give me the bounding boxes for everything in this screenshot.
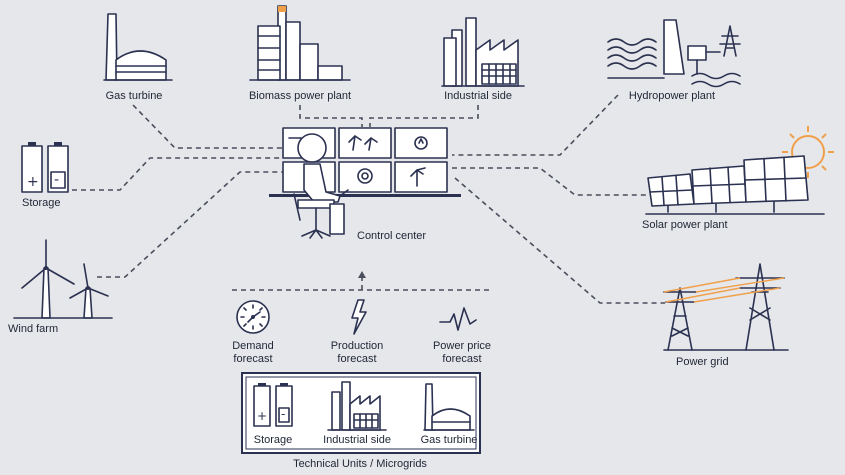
industrial-site-icon [441, 17, 525, 87]
connector-gas-turbine [132, 104, 283, 149]
svg-text:-: - [281, 407, 285, 421]
microgrid-gas-turbine-icon [423, 383, 475, 431]
label-wind-farm: Wind farm [8, 323, 59, 335]
connector-wind [97, 171, 283, 278]
label-gas-turbine: Gas turbine [105, 90, 163, 102]
label-power-grid: Power grid [676, 356, 729, 368]
forecast-production-line1: Production [330, 340, 384, 352]
forecast-demand-line1: Demand [232, 340, 274, 352]
biomass-plant-icon [249, 5, 351, 81]
forecast-production-line2: forecast [337, 353, 377, 365]
control-center-screens [269, 127, 461, 197]
power-grid-icon [663, 263, 789, 351]
connector-biomass [299, 105, 363, 127]
microgrid-industrial-icon [327, 381, 387, 431]
arrow-up-icon [358, 271, 366, 290]
microgrid-label-storage: Storage [253, 434, 293, 446]
forecast-demand: Demand forecast [232, 340, 274, 366]
label-solar-plant: Solar power plant [642, 219, 728, 231]
sun-icon [782, 126, 834, 178]
operator-icon [293, 133, 349, 239]
label-control-center: Control center [357, 230, 427, 242]
label-hydropower-plant: Hydropower plant [628, 90, 716, 102]
forecast-demand-line2: forecast [233, 353, 273, 365]
connector-storage [72, 157, 283, 191]
wind-farm-icon [13, 239, 113, 319]
connectors [72, 94, 665, 304]
connector-industrial [369, 105, 479, 127]
forecast-power-price-line1: Power price [432, 340, 492, 352]
svg-text:+: + [27, 174, 39, 190]
label-storage: Storage [22, 197, 61, 209]
gas-turbine-icon [103, 13, 173, 81]
microgrid-caption: Technical Units / Microgrids [293, 458, 427, 470]
forecast-production: Production forecast [331, 340, 384, 366]
svg-text:+: + [257, 409, 267, 423]
label-industrial-side: Industrial side [444, 90, 512, 102]
svg-text:-: - [54, 172, 59, 188]
forecast-power-price-line2: forecast [442, 353, 482, 365]
microgrid-label-industrial: Industrial side [323, 434, 391, 446]
forecast-power-price: Power price forecast [433, 340, 491, 366]
storage-icon: + - [21, 142, 69, 193]
hydropower-plant-icon [607, 19, 741, 88]
solar-plant-icon [645, 126, 834, 215]
connector-hydro [452, 94, 619, 156]
connector-solar [452, 167, 650, 196]
connector-grid [454, 177, 665, 304]
price-chart-icon [439, 307, 477, 331]
microgrid-label-gas-turbine: Gas turbine [420, 434, 478, 446]
label-biomass-plant: Biomass power plant [248, 90, 352, 102]
lightning-icon [351, 299, 367, 335]
clock-icon [236, 300, 270, 334]
microgrid-storage-icon: + - [253, 383, 293, 427]
